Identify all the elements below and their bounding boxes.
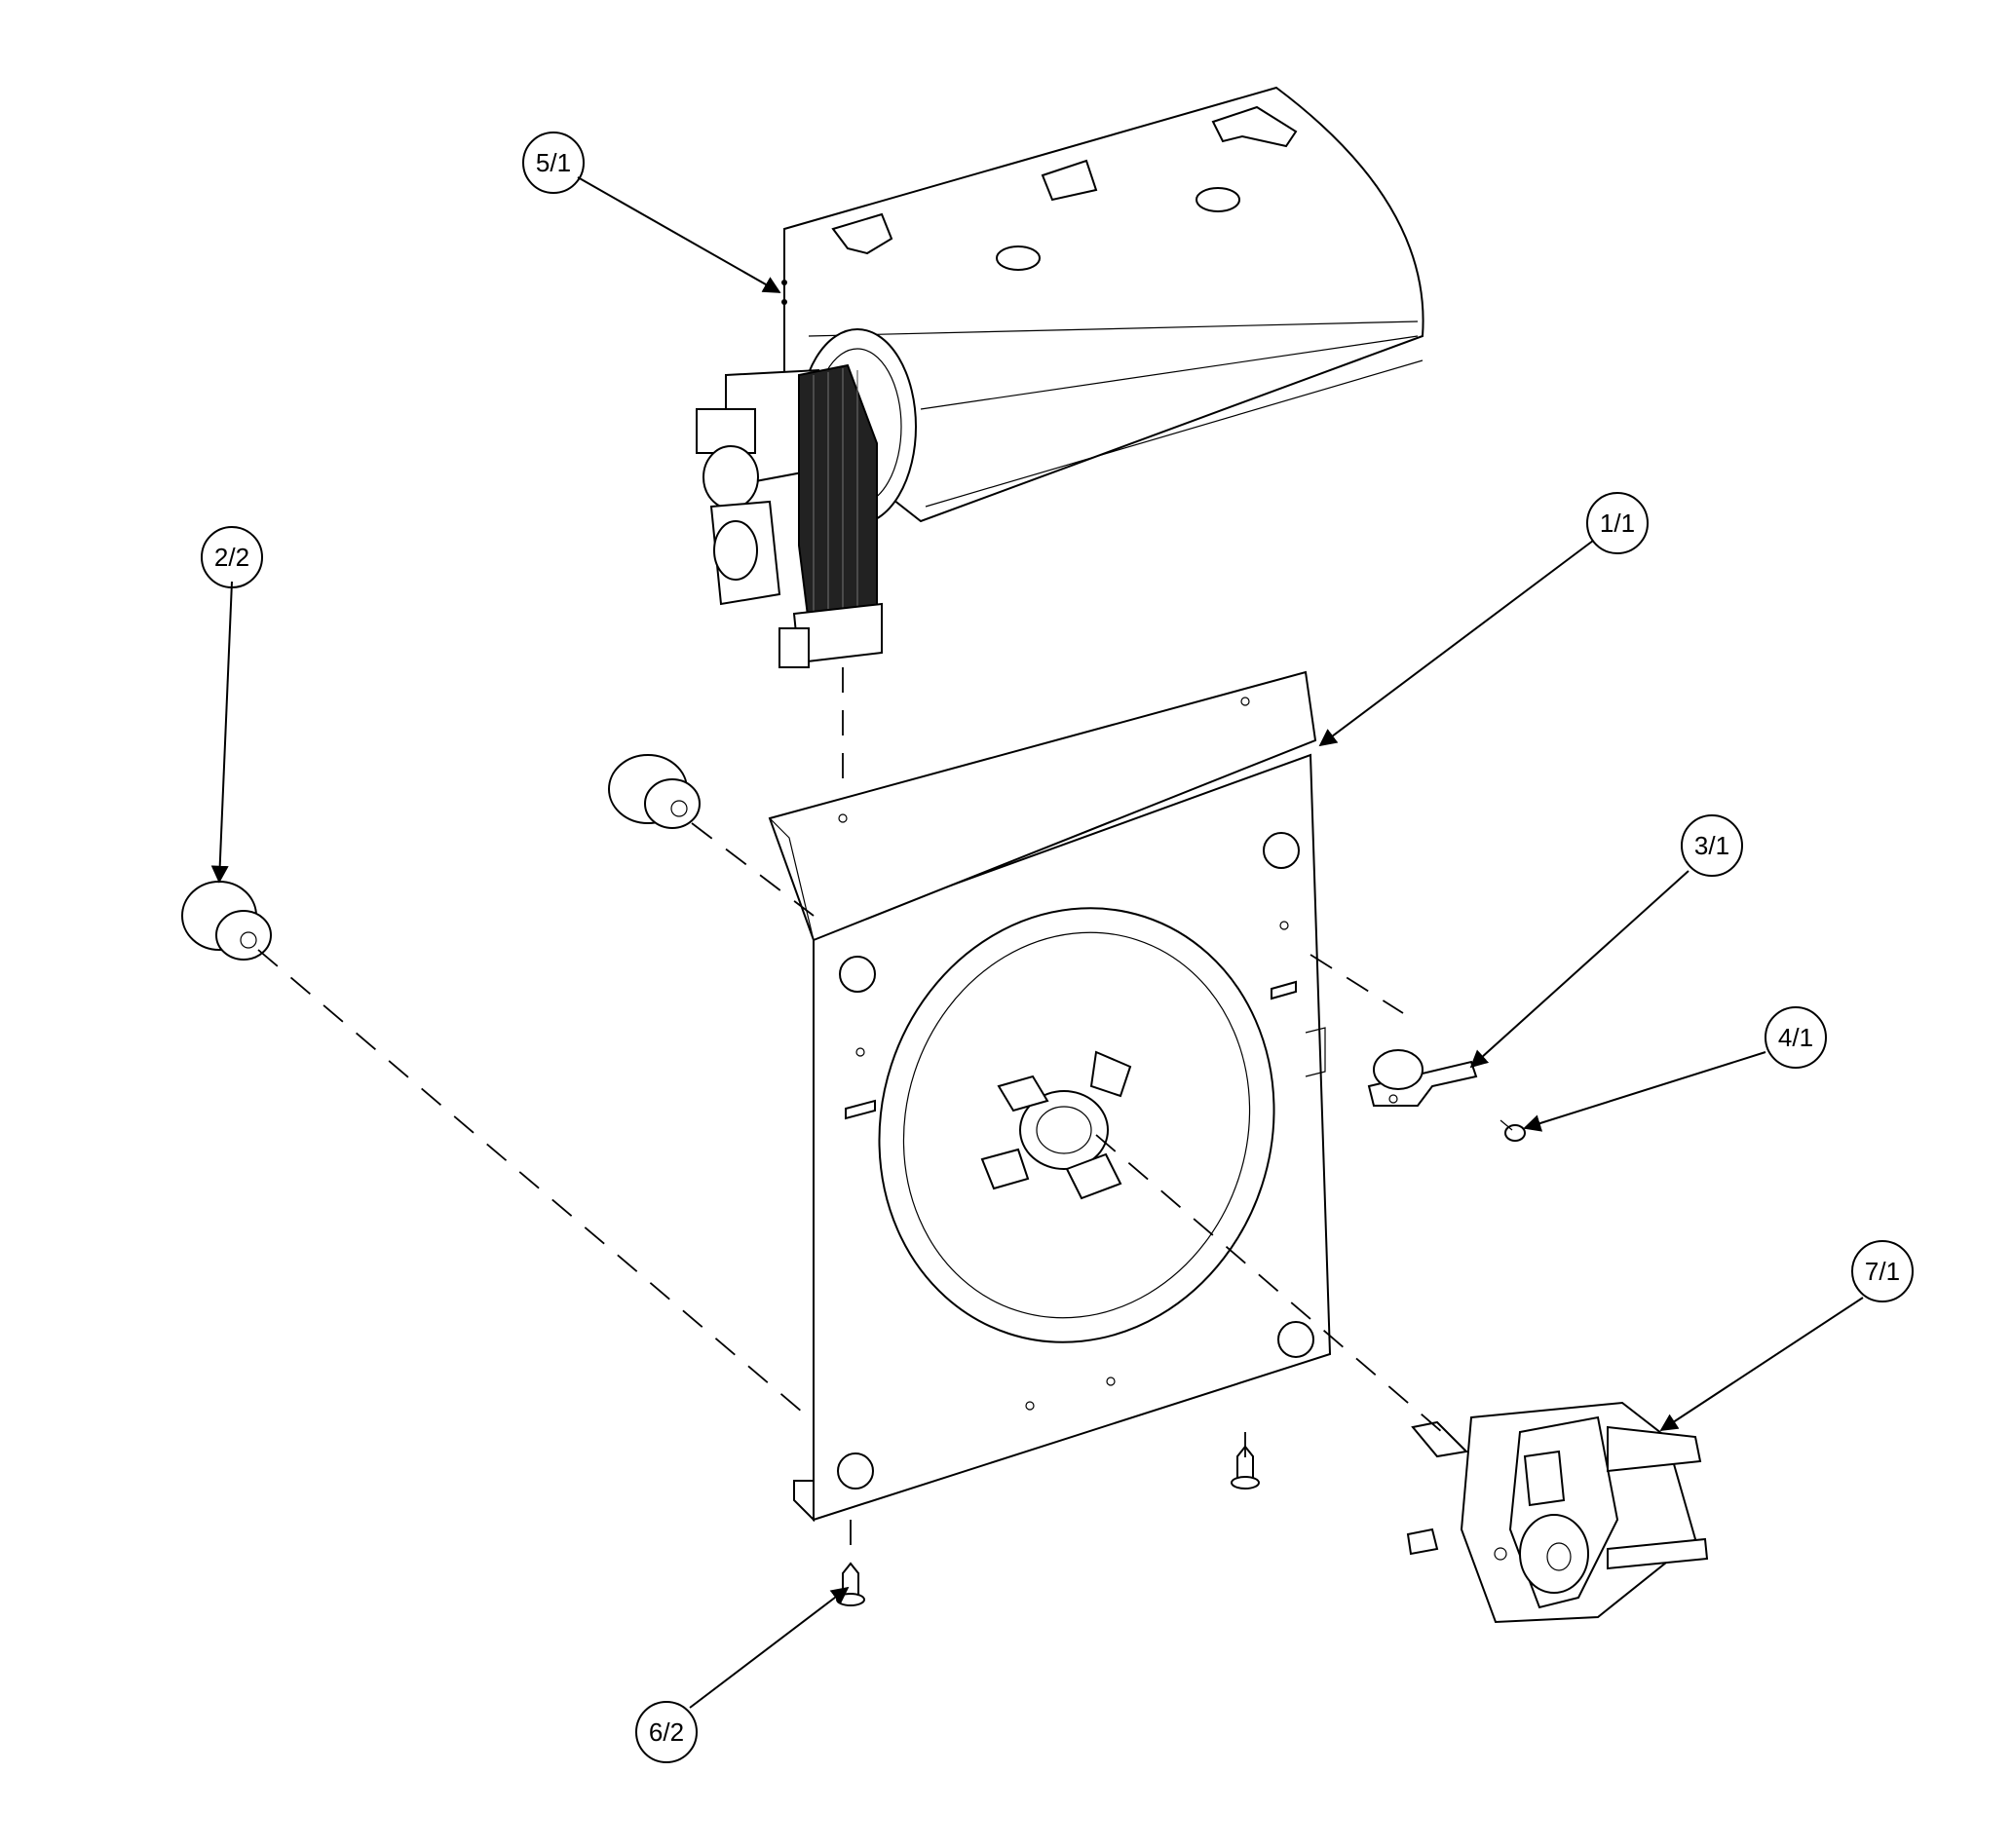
- callout-label: 2/2: [214, 543, 249, 572]
- callout-2-2: 2/2: [201, 526, 263, 588]
- leader-lines: [210, 176, 1864, 1709]
- screw-6-2-left: [836, 1562, 865, 1606]
- callout-label: 6/2: [649, 1717, 684, 1747]
- grommet-lower: [181, 881, 272, 961]
- callout-4-1: 4/1: [1765, 1006, 1827, 1069]
- callout-label: 1/1: [1600, 509, 1635, 538]
- mounting-plate: [768, 670, 1332, 1523]
- blower-housing: [781, 86, 1424, 525]
- callout-5-1: 5/1: [522, 132, 585, 194]
- blower-motor: [696, 363, 883, 668]
- callout-1-1: 1/1: [1586, 492, 1649, 554]
- callout-label: 5/1: [536, 148, 571, 177]
- callout-label: 3/1: [1694, 831, 1729, 860]
- screw-6-2-right: [1231, 1445, 1260, 1490]
- screw-4-1: [1500, 1119, 1526, 1142]
- callout-label: 7/1: [1865, 1257, 1900, 1286]
- callout-7-1: 7/1: [1851, 1240, 1914, 1302]
- callout-6-2: 6/2: [635, 1701, 698, 1763]
- callout-label: 4/1: [1778, 1023, 1813, 1052]
- fan-motor: [1406, 1401, 1709, 1624]
- assembly-lines: [257, 667, 1443, 1554]
- thermostat: [1367, 1049, 1478, 1107]
- callout-3-1: 3/1: [1681, 814, 1743, 877]
- grommet-upper: [608, 754, 701, 829]
